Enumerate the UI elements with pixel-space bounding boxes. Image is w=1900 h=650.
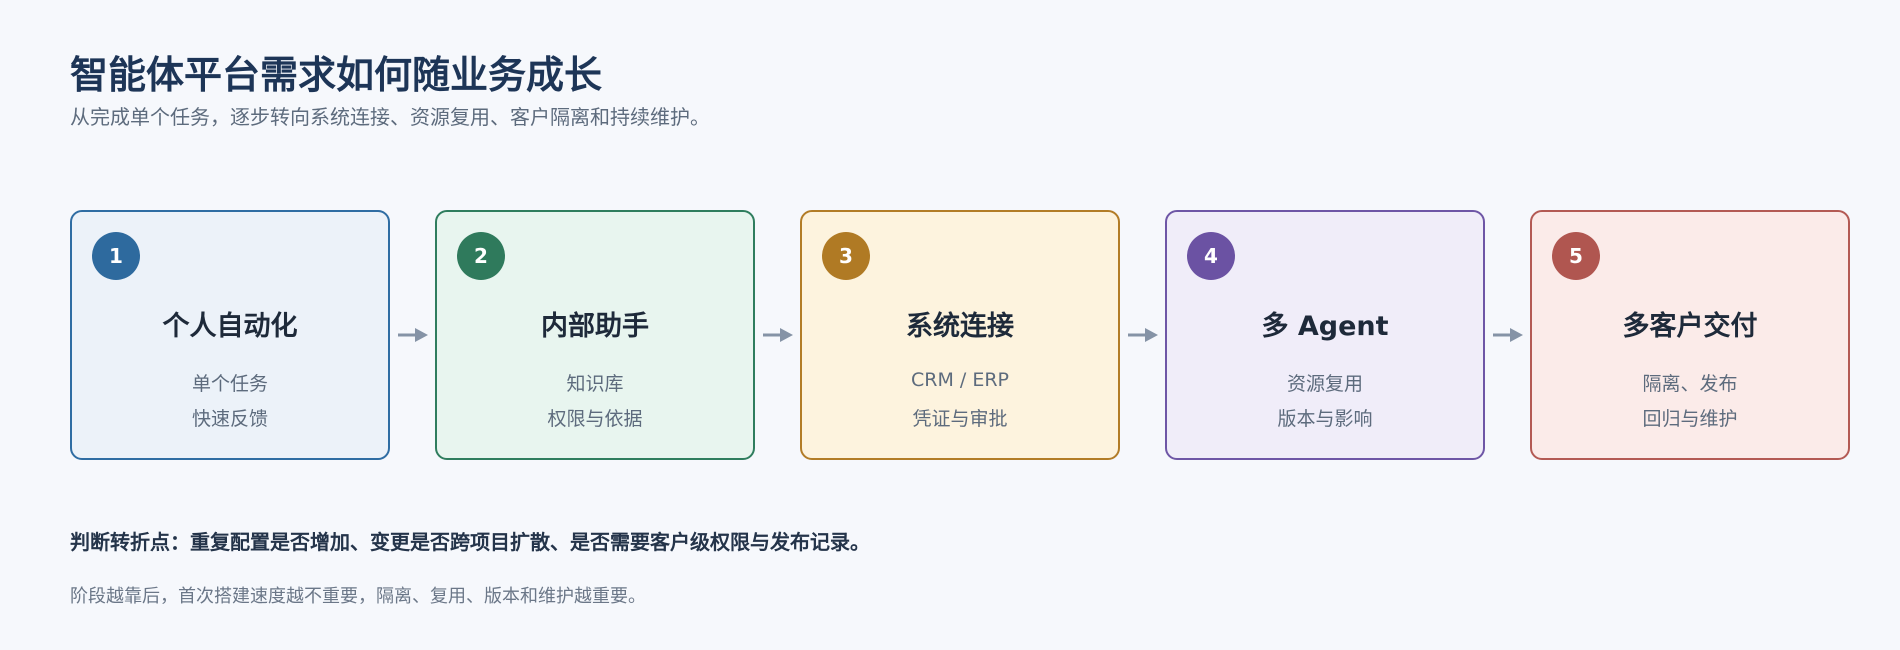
stage-detail-line: 知识库 xyxy=(566,373,624,395)
turning-point-insight: 判断转折点：重复配置是否增加、变更是否跨项目扩散、是否需要客户级权限与发布记录。 xyxy=(70,530,870,554)
right-arrow-icon xyxy=(1120,320,1165,350)
stage-detail-line: 快速反馈 xyxy=(191,408,268,430)
stage-detail-line: 权限与依据 xyxy=(547,408,643,430)
stage-card-1: 1 个人自动化 单个任务 快速反馈 xyxy=(70,210,390,460)
stage-detail-line: 单个任务 xyxy=(191,373,268,395)
right-arrow-icon xyxy=(755,320,800,350)
stage-detail-line: 凭证与审批 xyxy=(912,408,1008,430)
stage-detail-line: 资源复用 xyxy=(1286,373,1363,395)
stage-title: 内部助手 xyxy=(541,311,649,342)
right-arrow-icon xyxy=(390,320,435,350)
stage-title: 系统连接 xyxy=(906,311,1014,342)
page-title: 智能体平台需求如何随业务成长 xyxy=(70,53,603,97)
footer-note: 阶段越靠后，首次搭建速度越不重要，隔离、复用、版本和维护越重要。 xyxy=(70,586,646,607)
stage-number-badge: 4 xyxy=(1187,232,1235,280)
stage-title: 多 Agent xyxy=(1261,311,1389,342)
stage-card-3: 3 系统连接 CRM / ERP 凭证与审批 xyxy=(800,210,1120,460)
stage-detail-line: CRM / ERP xyxy=(910,369,1009,391)
page-subtitle: 从完成单个任务，逐步转向系统连接、资源复用、客户隔离和持续维护。 xyxy=(70,105,710,129)
stage-title: 个人自动化 xyxy=(162,311,298,342)
stage-card-5: 5 多客户交付 隔离、发布 回归与维护 xyxy=(1530,210,1850,460)
stage-card-2: 2 内部助手 知识库 权限与依据 xyxy=(435,210,755,460)
stage-number-badge: 5 xyxy=(1552,232,1600,280)
stage-number-badge: 3 xyxy=(822,232,870,280)
stage-title: 多客户交付 xyxy=(1622,311,1758,342)
stage-number-badge: 2 xyxy=(457,232,505,280)
stage-detail-line: 隔离、发布 xyxy=(1642,373,1738,395)
right-arrow-icon xyxy=(1485,320,1530,350)
stage-number-badge: 1 xyxy=(92,232,140,280)
stage-detail-line: 回归与维护 xyxy=(1642,408,1738,430)
stage-flow: 1 个人自动化 单个任务 快速反馈 2 内部助手 知识库 权限与依据 3 系统连… xyxy=(70,210,1850,460)
stage-card-4: 4 多 Agent 资源复用 版本与影响 xyxy=(1165,210,1485,460)
stage-detail-line: 版本与影响 xyxy=(1277,408,1373,430)
